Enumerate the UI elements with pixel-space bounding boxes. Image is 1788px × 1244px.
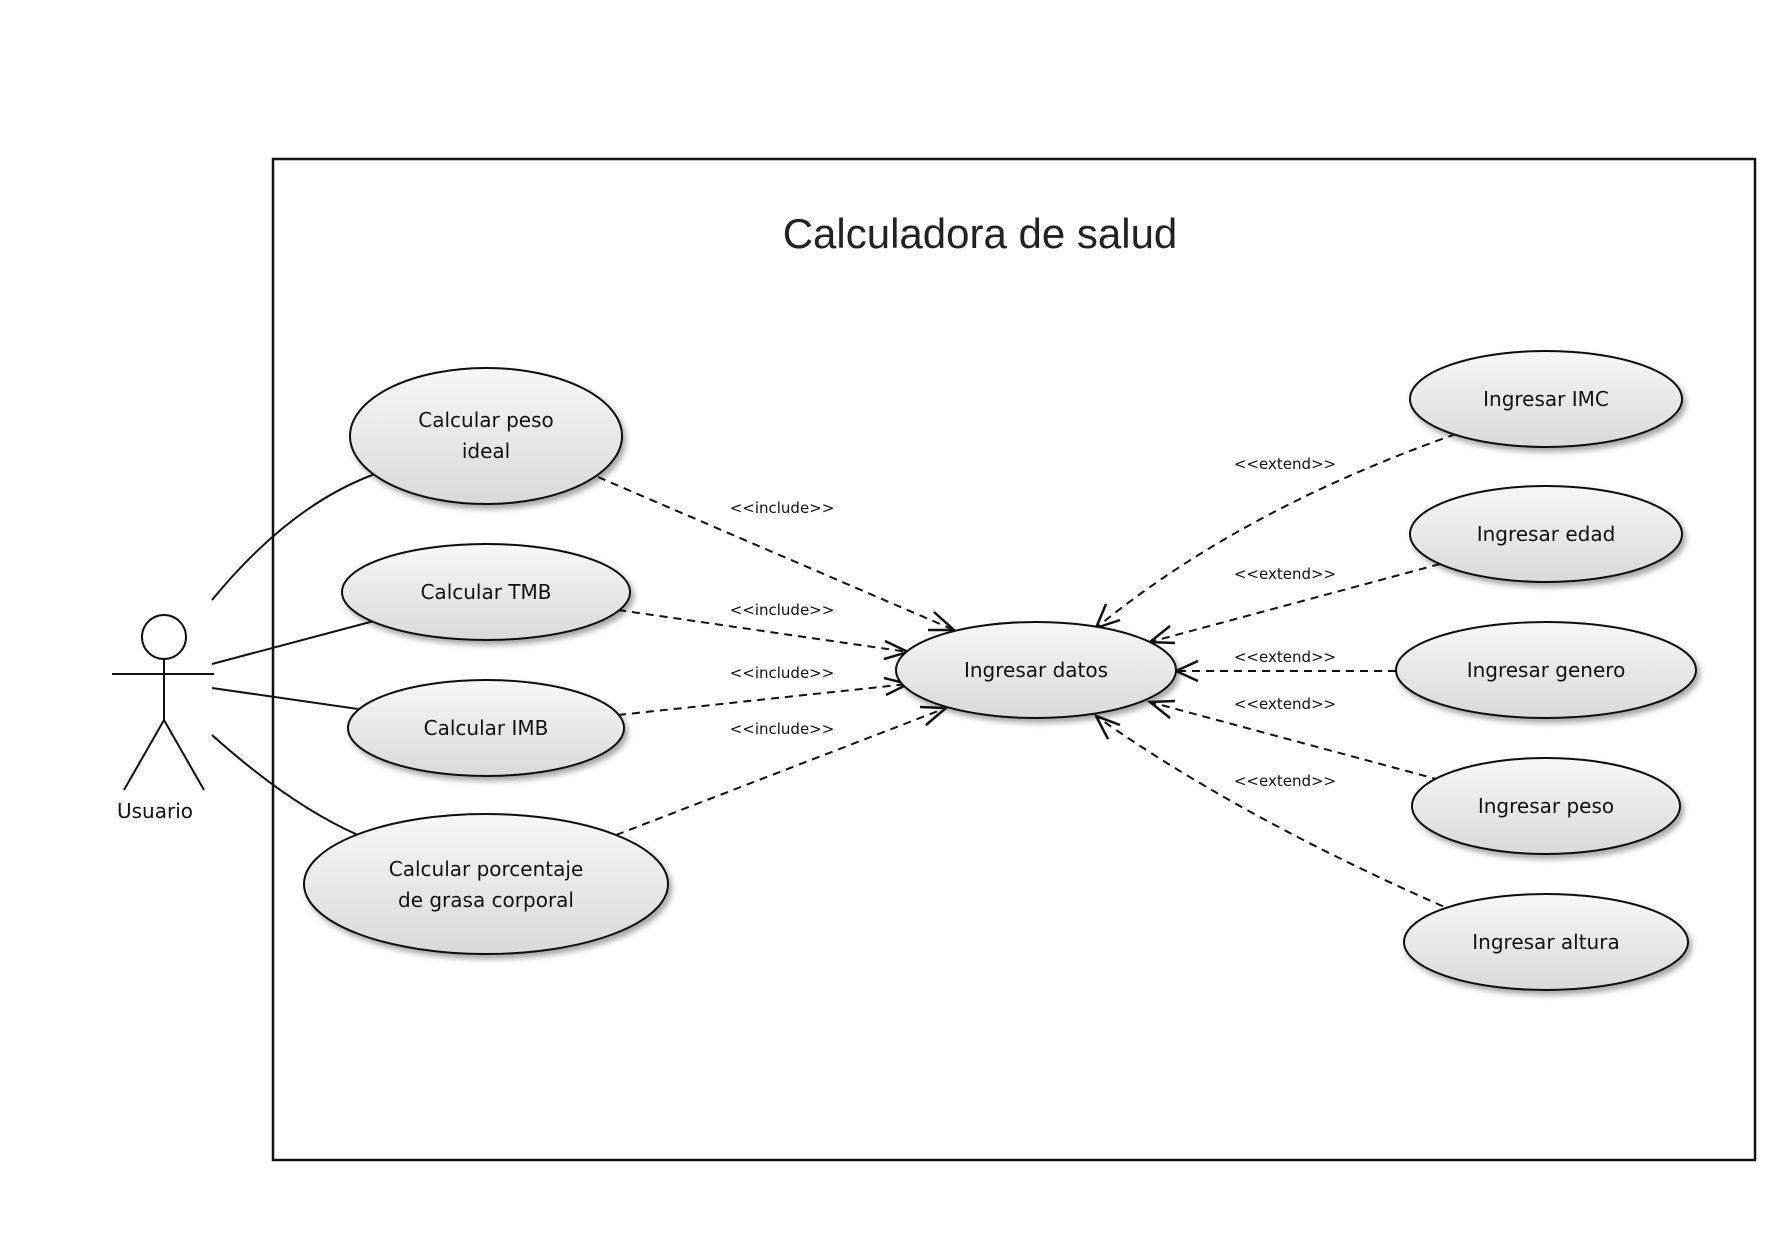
use-case-shape — [1403, 893, 1689, 991]
use-case-label: Ingresar genero — [1467, 658, 1626, 682]
use-case-calcular-tmb[interactable]: Calcular TMB — [341, 543, 631, 641]
relation-include-grasa: <<include>> — [615, 705, 950, 836]
include-line — [617, 609, 909, 653]
use-case-ingresar-peso[interactable]: Ingresar peso — [1411, 757, 1681, 855]
use-case-label: Ingresar datos — [964, 658, 1108, 682]
use-case-label: de grasa corporal — [398, 888, 574, 912]
include-label: <<include>> — [730, 499, 835, 517]
actor-usuario[interactable]: Usuario — [112, 614, 214, 823]
include-label: <<include>> — [730, 664, 835, 682]
extend-label: <<extend>> — [1234, 695, 1336, 713]
use-case-label: Ingresar peso — [1478, 794, 1614, 818]
association-grasa — [211, 734, 359, 836]
include-label: <<include>> — [730, 720, 835, 738]
association-peso-ideal — [211, 473, 376, 601]
relation-extend-peso: <<extend>> — [1146, 695, 1441, 781]
extend-label: <<extend>> — [1234, 772, 1336, 790]
use-case-shape — [895, 621, 1177, 719]
actor-left-leg — [123, 719, 165, 791]
use-case-shape — [1395, 621, 1697, 719]
use-case-label: Calcular porcentaje — [389, 857, 584, 881]
use-case-label: Calcular TMB — [420, 580, 551, 604]
relation-extend-altura: <<extend>> — [1093, 713, 1457, 913]
actor-label: Usuario — [117, 799, 193, 823]
extend-label: <<extend>> — [1234, 648, 1336, 666]
extend-label: <<extend>> — [1234, 565, 1336, 583]
system-title: Calculadora de salud — [783, 210, 1178, 257]
use-case-shape — [303, 813, 669, 955]
use-case-ingresar-imc[interactable]: Ingresar IMC — [1409, 350, 1683, 448]
use-case-shape — [341, 543, 631, 641]
use-case-shape — [349, 367, 623, 505]
use-case-label: ideal — [462, 439, 510, 463]
use-case-ingresar-datos[interactable]: Ingresar datos — [895, 621, 1177, 719]
use-case-shape — [347, 679, 625, 777]
association-imb — [211, 687, 359, 710]
association-tmb — [211, 620, 375, 665]
use-case-shape — [1409, 485, 1683, 583]
include-line — [617, 683, 909, 716]
extend-line — [1095, 715, 1457, 913]
include-line — [597, 476, 955, 631]
use-case-label: Ingresar edad — [1477, 522, 1616, 546]
actor-right-leg — [163, 719, 205, 791]
extend-arrowhead — [1093, 713, 1121, 740]
use-case-calcular-porcentaje-grasa[interactable]: Calcular porcentaje de grasa corporal — [303, 813, 669, 955]
use-case-label: Calcular peso — [418, 408, 554, 432]
extend-line — [1095, 433, 1457, 629]
use-case-calcular-peso-ideal[interactable]: Calcular peso ideal — [349, 367, 623, 505]
use-case-shape — [1409, 350, 1683, 448]
actor-head — [141, 614, 187, 660]
use-case-label: Ingresar IMC — [1483, 387, 1609, 411]
extend-arrowhead — [1146, 699, 1176, 719]
use-case-ingresar-genero[interactable]: Ingresar genero — [1395, 621, 1697, 719]
include-arrowhead — [919, 705, 950, 726]
relation-include-imb: <<include>> — [617, 664, 912, 716]
use-case-ingresar-edad[interactable]: Ingresar edad — [1409, 485, 1683, 583]
use-case-label: Ingresar altura — [1472, 930, 1619, 954]
include-label: <<include>> — [730, 601, 835, 619]
extend-label: <<extend>> — [1234, 455, 1336, 473]
use-case-shape — [1411, 757, 1681, 855]
use-case-label: Calcular IMB — [424, 716, 549, 740]
include-line — [615, 707, 947, 836]
use-case-ingresar-altura[interactable]: Ingresar altura — [1403, 893, 1689, 991]
use-case-calcular-imb[interactable]: Calcular IMB — [347, 679, 625, 777]
